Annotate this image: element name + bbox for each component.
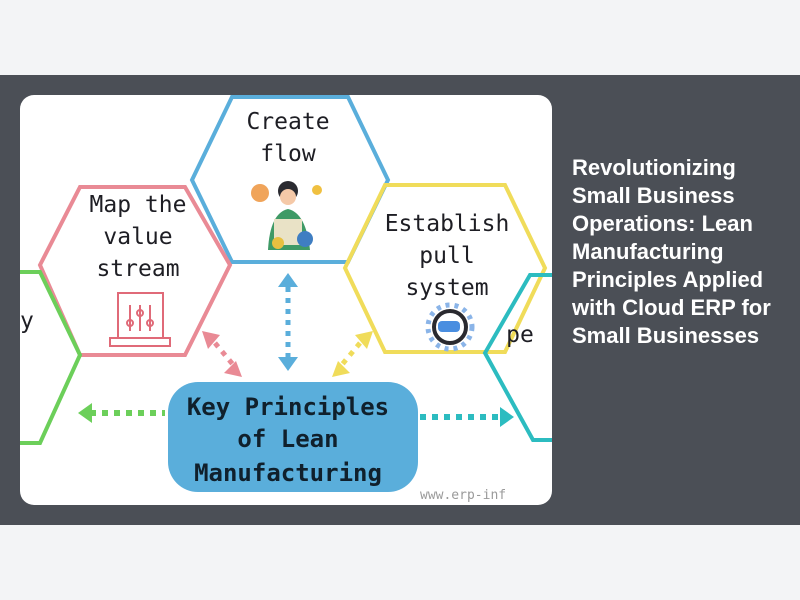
woman-puzzle-icon [251, 181, 322, 250]
left-partial-label: fye [20, 308, 34, 366]
arrow-left [78, 403, 165, 423]
arrow-yellow [332, 331, 373, 377]
arrow-up-down [278, 273, 298, 371]
right-partial-label: pe [506, 322, 534, 348]
arrow-right [420, 407, 514, 427]
hex-establish-pull [342, 183, 548, 354]
hex-left-partial [20, 270, 83, 445]
article-title[interactable]: Revolutionizing Small Business Operation… [572, 155, 771, 348]
center-pill [168, 382, 418, 492]
watermark: www.erp-inf [420, 488, 506, 503]
arrow-pink [202, 331, 242, 377]
equalizer-monitor-icon [109, 292, 171, 347]
gear-chat-icon [425, 302, 475, 352]
hex-create-flow [189, 95, 391, 264]
hex-right-partial [482, 273, 552, 442]
